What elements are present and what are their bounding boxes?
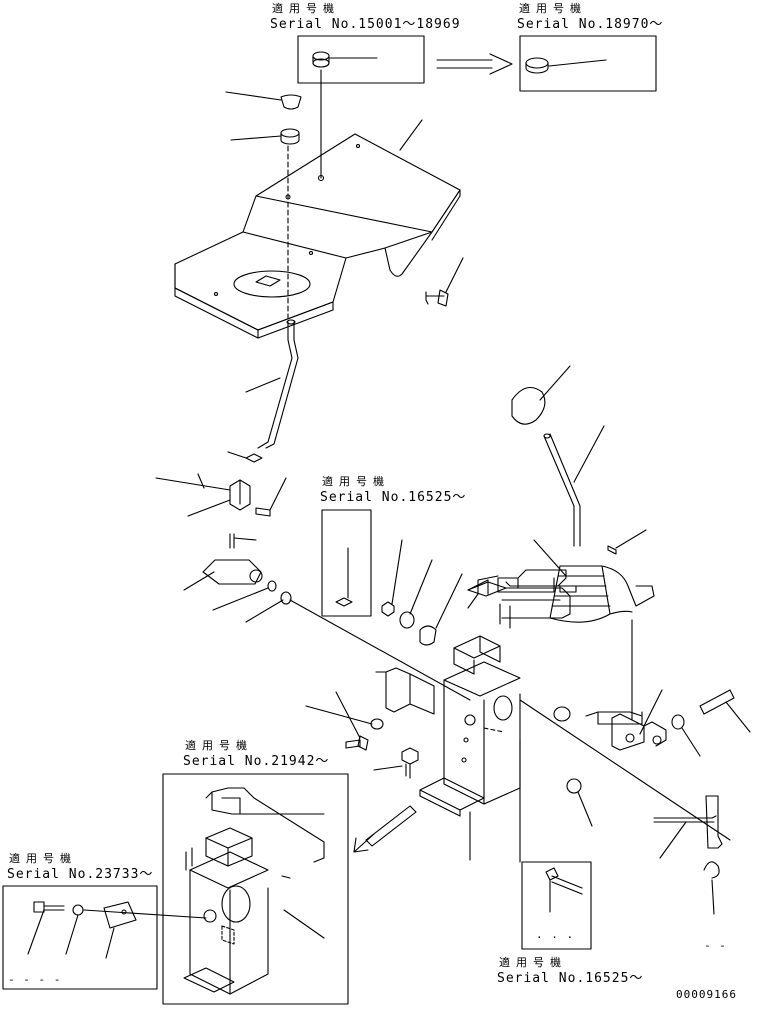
applicable-label-c3: 適用号機 — [322, 475, 390, 488]
callout-box-15001 — [298, 36, 424, 83]
applicable-label-c2: 適用号機 — [519, 2, 587, 15]
clevis-part — [156, 474, 250, 516]
nut-part — [228, 452, 262, 462]
dot-mark-bottom: · · · — [536, 931, 575, 944]
callout-box-18970 — [520, 36, 656, 91]
serial-label-c6: Serial No.16525～ — [497, 971, 644, 986]
serial-label-c3: Serial No.16525～ — [320, 490, 467, 505]
link-rod — [654, 796, 722, 914]
callout-box-23733 — [3, 886, 206, 989]
drawing-number: 00009166 — [676, 988, 737, 1001]
serial-label-c2: Serial No.18970～ — [517, 17, 664, 32]
shift-knob — [512, 366, 570, 424]
callout-box-21942 — [163, 774, 416, 1004]
washer-parts — [213, 581, 291, 622]
serial-label-c1: Serial No.15001～18969 — [270, 17, 461, 32]
washer-bolt-left — [306, 692, 418, 778]
grommet-part — [231, 129, 299, 144]
shift-arm — [468, 570, 576, 608]
arrow-right-icon — [437, 54, 512, 74]
applicable-label-c1: 適用号機 — [272, 2, 340, 15]
shift-lever-rod — [544, 426, 604, 546]
bolt-small — [256, 478, 286, 516]
lever-rod — [246, 320, 298, 448]
main-bracket — [420, 580, 570, 860]
shift-boot — [534, 530, 654, 622]
lever-arm — [184, 560, 262, 590]
pin-part — [230, 534, 256, 548]
applicable-label-c6: 適用号機 — [499, 956, 567, 969]
bracket-plate-left — [376, 668, 434, 714]
spacer-parts — [382, 540, 462, 645]
bolt-part — [426, 258, 463, 306]
dash-mark-left: - - - - — [8, 973, 62, 986]
serial-label-c4: Serial No.21942～ — [183, 754, 330, 769]
cap-part — [226, 92, 301, 109]
applicable-label-c4: 適用号機 — [185, 739, 253, 752]
pivot-joint — [520, 620, 750, 840]
callout-box-16525-bottom — [520, 740, 591, 949]
dash-mark-right: - - — [704, 939, 727, 952]
floor-cover-plate — [175, 120, 460, 338]
callout-box-16525-mid — [322, 510, 371, 616]
applicable-label-c5: 適用号機 — [9, 852, 77, 865]
serial-label-c5: Serial No.23733～ — [7, 867, 154, 882]
